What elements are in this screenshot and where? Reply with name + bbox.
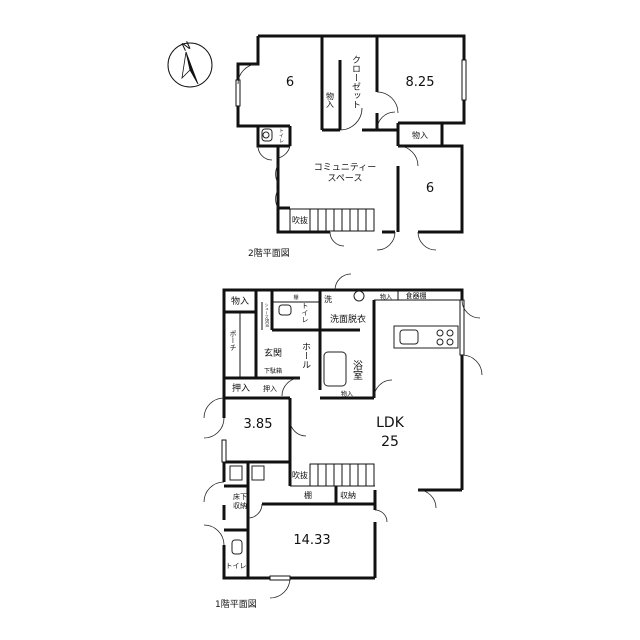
north-letter: N xyxy=(180,39,193,54)
f1-shelf2-label: 棚 xyxy=(304,490,312,500)
f2-community-line2: スペース xyxy=(328,174,363,184)
f1-shoebox-tall-label: シューズBOX xyxy=(265,303,270,328)
f1-hall-label: ホール xyxy=(300,342,311,369)
f1-dish-shelf-label: 食器棚 xyxy=(406,291,427,300)
f2-room-nw-size: 6 xyxy=(286,75,294,90)
f1-porch-label: ポーチ xyxy=(229,330,237,351)
f1-storage-nw-label: 物入 xyxy=(231,295,249,307)
f1-bath-label: 浴室 xyxy=(351,360,363,380)
f1-shoe-cabinet-label: 下駄箱 xyxy=(264,367,282,375)
f1-wash-mark: 洗 xyxy=(324,294,332,304)
f1-toilet-label: トイレ xyxy=(301,302,309,323)
f1-caption: 1階平面図 xyxy=(215,599,257,610)
f2-room-se-size: 6 xyxy=(426,181,434,196)
f2-community-line1: コミュニティー xyxy=(314,162,376,173)
floor1-plan: 物入 ポーチ シューズBOX 棚 トイレ 洗 洗面脱衣 物入 食器棚 玄関 ホー… xyxy=(203,273,483,610)
floor2-plan: 6 クローゼット 8.25 物入 物入 トイレ コミュニティー スペース 6 吹… xyxy=(235,34,467,259)
f2-void-label: 吹抜 xyxy=(292,215,308,225)
f1-ldk-label: LDK xyxy=(376,415,405,431)
f1-shelf-label: 棚 xyxy=(293,294,298,301)
f1-toilet2-label: トイレ xyxy=(226,562,247,570)
f2-storage-east-label: 物入 xyxy=(412,130,428,140)
north-arrow-icon: N xyxy=(167,39,213,88)
f1-entrance-label: 玄関 xyxy=(264,347,282,359)
f1-room-385-size: 3.85 xyxy=(244,417,273,432)
f1-underfloor-line1: 床下 xyxy=(233,492,247,501)
f1-storage-top-label: 物入 xyxy=(380,293,392,301)
f1-ldk-size: 25 xyxy=(381,434,399,450)
f1-closet-a-label: 押入 xyxy=(232,382,250,394)
f1-underfloor-line2: 収納 xyxy=(233,501,247,510)
f1-closet-b-label: 押入 xyxy=(263,384,277,393)
f1-void-label: 吹抜 xyxy=(292,470,308,480)
f1-washroom-label: 洗面脱衣 xyxy=(330,313,366,325)
f2-storage-small-label: 物入 xyxy=(326,91,335,108)
f2-closet-label: クローゼット xyxy=(350,55,361,109)
f2-toilet-label: トイレ xyxy=(278,128,284,143)
f1-storage-bath-label: 物入 xyxy=(341,390,353,398)
f1-storage-stair-label: 収納 xyxy=(340,490,356,500)
f2-caption: 2階平面図 xyxy=(248,248,290,259)
f1-room-1433-size: 14.33 xyxy=(293,533,330,548)
f2-room-ne-size: 8.25 xyxy=(406,75,435,90)
